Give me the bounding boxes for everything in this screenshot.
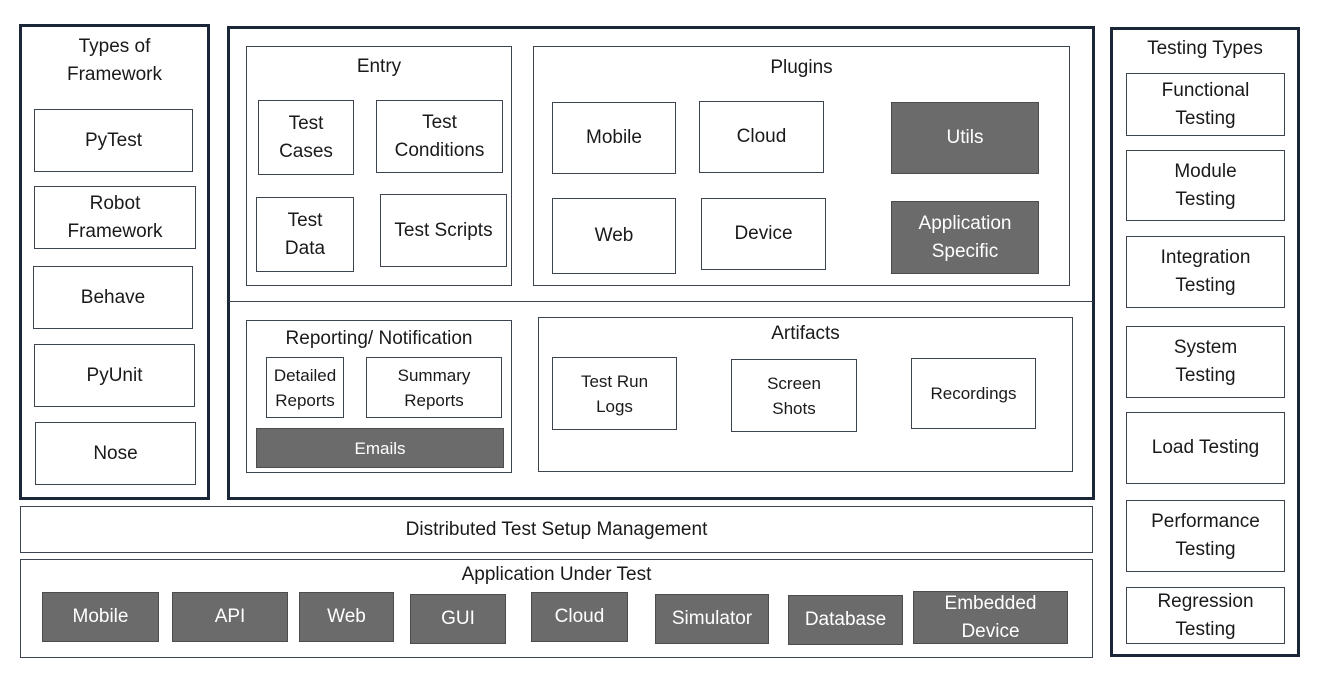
artifact-recordings: Recordings <box>911 358 1036 429</box>
aut-database: Database <box>788 595 903 645</box>
plugin-cloud: Cloud <box>699 101 824 173</box>
testing-module: Module Testing <box>1126 150 1285 221</box>
plugin-web: Web <box>552 198 676 274</box>
frameworks-panel <box>19 24 210 500</box>
framework-nose: Nose <box>35 422 196 485</box>
plugin-device: Device <box>701 198 826 270</box>
aut-web: Web <box>299 592 394 642</box>
entry-test-scripts: Test Scripts <box>380 194 507 267</box>
plugin-application-specific: Application Specific <box>891 201 1039 274</box>
entry-test-data: Test Data <box>256 197 354 272</box>
testing-functional: Functional Testing <box>1126 73 1285 136</box>
distributed-setup-bar: Distributed Test Setup Management <box>20 506 1093 553</box>
artifacts-title: Artifacts <box>771 323 840 344</box>
plugins-title: Plugins <box>770 57 833 78</box>
aut-cloud: Cloud <box>531 592 628 642</box>
testing-performance: Performance Testing <box>1126 500 1285 572</box>
aut-api: API <box>172 592 288 642</box>
reporting-summary-reports: Summary Reports <box>366 357 502 418</box>
entry-title: Entry <box>356 56 402 77</box>
aut-embedded-device: Embedded Device <box>913 591 1068 644</box>
aut-simulator: Simulator <box>655 594 769 644</box>
aut-mobile: Mobile <box>42 592 159 642</box>
testing-integration: Integration Testing <box>1126 236 1285 308</box>
reporting-detailed-reports: Detailed Reports <box>266 357 344 418</box>
testing-types-title: Testing Types <box>1147 38 1263 59</box>
artifact-screen-shots: Screen Shots <box>731 359 857 432</box>
reporting-emails: Emails <box>256 428 504 468</box>
testing-system: System Testing <box>1126 326 1285 398</box>
entry-test-cases: Test Cases <box>258 100 354 175</box>
testing-load: Load Testing <box>1126 412 1285 484</box>
plugin-utils: Utils <box>891 102 1039 174</box>
core-divider <box>229 301 1093 302</box>
framework-pyunit: PyUnit <box>34 344 195 407</box>
framework-behave: Behave <box>33 266 193 329</box>
aut-gui: GUI <box>410 594 506 644</box>
testing-regression: Regression Testing <box>1126 587 1285 644</box>
reporting-title: Reporting/ Notification <box>285 328 473 349</box>
aut-title: Application Under Test <box>461 564 652 585</box>
frameworks-title: Types of Framework <box>66 36 162 85</box>
framework-pytest: PyTest <box>34 109 193 172</box>
artifact-test-run-logs: Test Run Logs <box>552 357 677 430</box>
plugin-mobile: Mobile <box>552 102 676 174</box>
framework-robot: Robot Framework <box>34 186 196 249</box>
entry-test-conditions: Test Conditions <box>376 100 503 173</box>
